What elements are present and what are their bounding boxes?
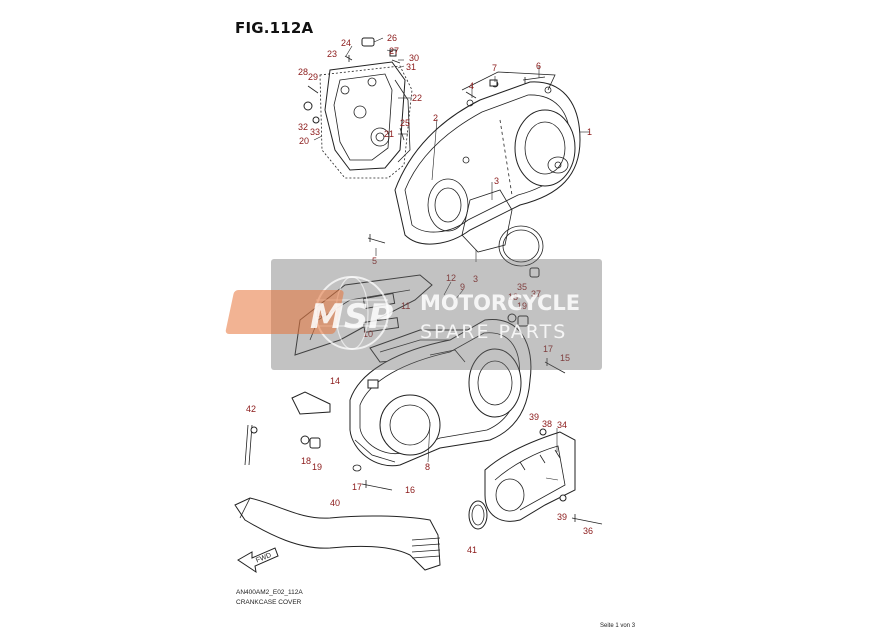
figure-title: FIG.112A	[235, 19, 314, 37]
callout-18: 18	[508, 292, 518, 302]
watermark-line1: MOTORCYCLE	[420, 291, 580, 315]
callout-14: 14	[330, 376, 340, 386]
page-number: Seite 1 von 3	[600, 623, 636, 629]
callout-5: 5	[372, 256, 377, 266]
callout-39b: 39	[557, 512, 567, 522]
callout-32: 32	[298, 122, 308, 132]
callout-29: 29	[308, 72, 318, 82]
fwd-arrow: FWD	[237, 547, 279, 574]
callout-41: 41	[467, 545, 477, 555]
watermark: MSP MOTORCYCLE SPARE PARTS	[225, 259, 602, 370]
callout-15: 15	[560, 353, 570, 363]
callout-3: 3	[494, 176, 499, 186]
side-cover-assembly	[468, 428, 603, 530]
watermark-logo: MSP	[310, 297, 393, 337]
callout-24: 24	[341, 38, 351, 48]
callout-30: 30	[409, 53, 419, 63]
callout-35: 35	[517, 282, 527, 292]
callout-26: 26	[387, 33, 397, 43]
callout-27: 27	[389, 46, 399, 56]
callout-10: 10	[363, 329, 373, 339]
figure-name: CRANKCASE COVER	[236, 599, 302, 606]
callout-labels: 1 2 3 3 4 5 6 7 8 9 10 11 12 13 14 15 16…	[246, 33, 593, 555]
callout-23: 23	[327, 49, 337, 59]
callout-36: 36	[583, 526, 593, 536]
callout-18b: 18	[301, 456, 311, 466]
watermark-line2: SPARE PARTS	[420, 321, 567, 343]
callout-40: 40	[330, 498, 340, 508]
outer-cover-assembly	[367, 71, 581, 278]
callout-31: 31	[406, 62, 416, 72]
model-code: AN400AM2_E02_112A	[236, 589, 303, 596]
callout-39: 39	[529, 412, 539, 422]
callout-42: 42	[246, 404, 256, 414]
callout-16: 16	[405, 485, 415, 495]
callout-33: 33	[310, 127, 320, 137]
watermark-logo-box	[225, 290, 344, 334]
callout-3b: 3	[473, 274, 478, 284]
callout-20: 20	[299, 136, 309, 146]
leader-lines	[313, 37, 590, 481]
callout-12: 12	[446, 273, 456, 283]
callout-38: 38	[542, 419, 552, 429]
callout-11: 11	[401, 301, 410, 311]
callout-34: 34	[557, 420, 567, 430]
inner-cover-assembly	[303, 37, 413, 179]
callout-28: 28	[298, 67, 308, 77]
callout-8: 8	[425, 462, 430, 472]
air-duct-assembly	[234, 424, 441, 571]
callout-19: 19	[517, 301, 527, 311]
callout-17: 17	[543, 344, 553, 354]
callout-22: 22	[412, 93, 422, 103]
callout-4: 4	[469, 81, 474, 91]
callout-2: 2	[433, 113, 438, 123]
callout-9: 9	[460, 282, 465, 292]
callout-25: 25	[400, 118, 410, 128]
crankcase-cover-assembly	[291, 313, 566, 491]
callout-21: 21	[384, 129, 394, 139]
callout-19b: 19	[312, 462, 322, 472]
callout-17b: 17	[352, 482, 362, 492]
callout-37: 37	[531, 289, 541, 299]
callout-1: 1	[587, 127, 592, 137]
callout-7: 7	[492, 63, 497, 73]
callout-6: 6	[536, 61, 541, 71]
